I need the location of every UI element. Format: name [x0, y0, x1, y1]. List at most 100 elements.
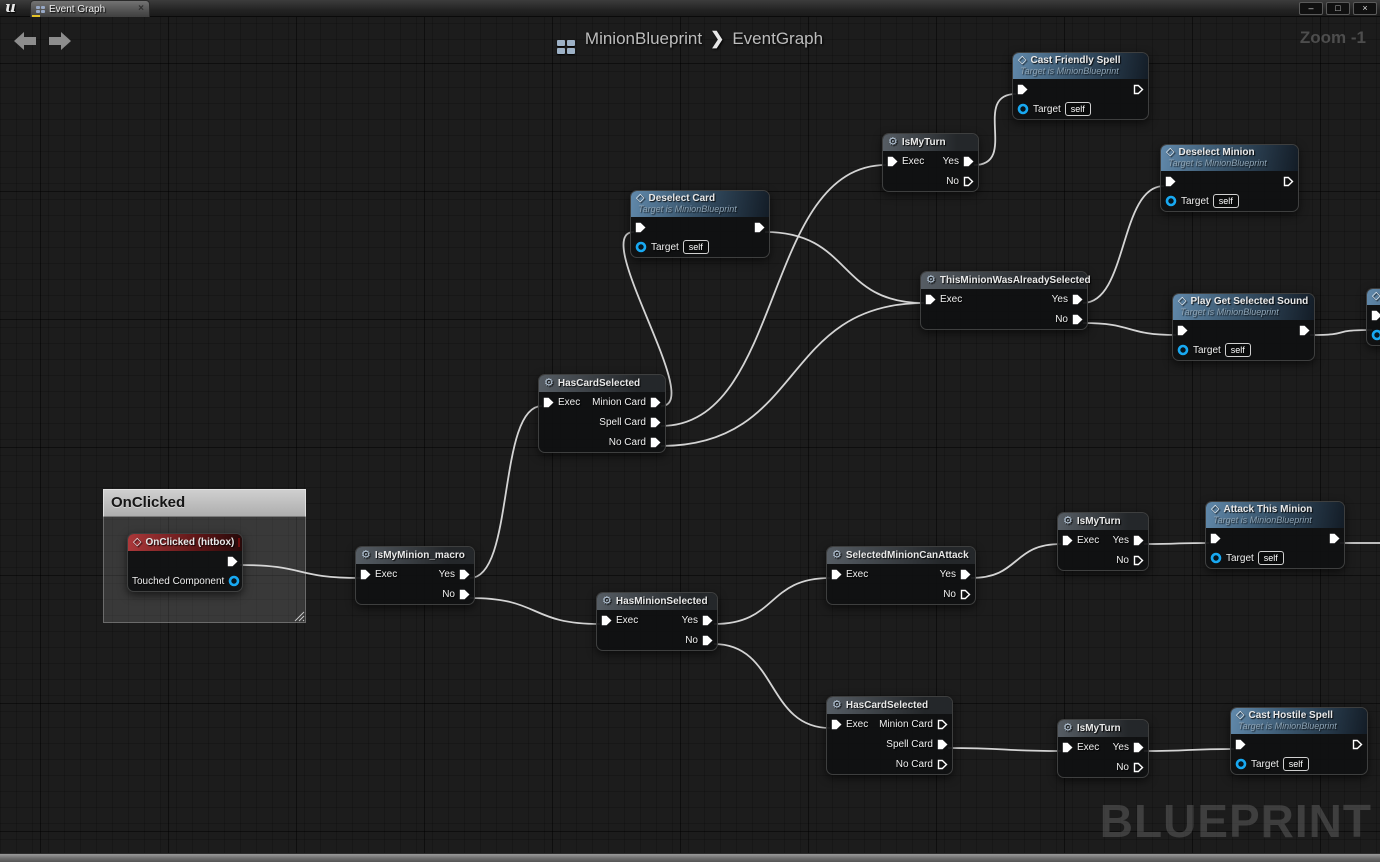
object-pin[interactable]: [635, 241, 647, 253]
exec-pin[interactable]: [887, 156, 898, 167]
exec-pin[interactable]: [1299, 325, 1310, 336]
literal-self[interactable]: self: [1212, 194, 1239, 208]
exec-pin[interactable]: [960, 569, 971, 580]
literal-self[interactable]: self: [1282, 757, 1309, 771]
exec-pin[interactable]: [1072, 294, 1083, 305]
breadcrumb-current[interactable]: EventGraph: [732, 29, 824, 48]
exec-pin[interactable]: [601, 615, 612, 626]
func-deselect-minion[interactable]: ◇ Deselect Minion Target is MinionBluepr…: [1160, 144, 1299, 212]
object-pin[interactable]: [1017, 103, 1029, 115]
func-play-get-selected-sound[interactable]: ◇ Play Get Selected Sound Target is Mini…: [1172, 293, 1315, 361]
exec-pin[interactable]: [650, 417, 661, 428]
node-subtitle: Target is MinionBlueprint: [1213, 515, 1312, 525]
comment-resize-handle[interactable]: [293, 610, 305, 622]
exec-pin[interactable]: [360, 569, 371, 580]
exec-pin[interactable]: [1133, 535, 1144, 546]
func-cast-hostile-spell[interactable]: ◇ Cast Hostile Spell Target is MinionBlu…: [1230, 707, 1368, 775]
exec-pin[interactable]: [1371, 310, 1380, 321]
exec-pin[interactable]: [650, 397, 661, 408]
func-cast-friendly-spell[interactable]: ◇ Cast Friendly Spell Target is MinionBl…: [1012, 52, 1149, 120]
exec-pin[interactable]: [925, 294, 936, 305]
func-offscreen-partial[interactable]: ◇: [1366, 288, 1380, 346]
exec-pin[interactable]: [1235, 739, 1246, 750]
tab-event-graph[interactable]: Event Graph ×: [30, 0, 150, 17]
exec-pin[interactable]: [1062, 742, 1073, 753]
exec-pin[interactable]: [1210, 533, 1221, 544]
exec-pin[interactable]: [459, 569, 470, 580]
exec-pin[interactable]: [1283, 176, 1294, 187]
literal-self[interactable]: self: [1257, 551, 1284, 565]
exec-pin[interactable]: [1017, 84, 1028, 95]
literal-self[interactable]: self: [682, 240, 709, 254]
literal-self[interactable]: self: [1064, 102, 1091, 116]
minimize-button[interactable]: –: [1299, 2, 1323, 15]
object-pin[interactable]: [1165, 195, 1177, 207]
pin-label: Target: [1181, 195, 1209, 207]
object-pin[interactable]: [1210, 552, 1222, 564]
exec-pin[interactable]: [1133, 762, 1144, 773]
exec-pin[interactable]: [635, 222, 646, 233]
pin-label: No: [1116, 554, 1129, 566]
node-header: ⚙ IsMyTurn: [883, 134, 978, 151]
pin-label: Target: [1251, 758, 1279, 770]
nav-back-button[interactable]: [12, 30, 38, 52]
comment-title[interactable]: OnClicked: [103, 489, 306, 517]
exec-pin[interactable]: [702, 615, 713, 626]
pin-label: Spell Card: [599, 416, 646, 428]
object-pin[interactable]: [1371, 329, 1380, 341]
close-button[interactable]: ×: [1353, 2, 1377, 15]
object-pin[interactable]: [228, 575, 240, 587]
exec-pin[interactable]: [937, 759, 948, 770]
pin-label: Minion Card: [592, 396, 646, 408]
exec-pin[interactable]: [543, 397, 554, 408]
object-pin[interactable]: [1235, 758, 1247, 770]
exec-pin[interactable]: [650, 437, 661, 448]
pin-label: Exec: [846, 718, 869, 730]
event-graph-canvas[interactable]: [0, 17, 1380, 853]
tab-close-icon[interactable]: ×: [138, 3, 144, 14]
func-attack-this-minion[interactable]: ◇ Attack This Minion Target is MinionBlu…: [1205, 501, 1345, 569]
exec-pin[interactable]: [1133, 555, 1144, 566]
exec-pin[interactable]: [702, 635, 713, 646]
delegate-pin-icon[interactable]: [238, 538, 241, 547]
exec-pin[interactable]: [937, 719, 948, 730]
exec-pin[interactable]: [960, 589, 971, 600]
diamond-icon: ◇: [1236, 709, 1245, 721]
exec-pin[interactable]: [1133, 84, 1144, 95]
exec-pin[interactable]: [754, 222, 765, 233]
exec-pin[interactable]: [1165, 176, 1176, 187]
nav-forward-button[interactable]: [47, 30, 73, 52]
exec-pin[interactable]: [1062, 535, 1073, 546]
restore-button[interactable]: □: [1326, 2, 1350, 15]
pin-label: Yes: [942, 155, 959, 167]
exec-pin[interactable]: [1072, 314, 1083, 325]
exec-pin[interactable]: [1352, 739, 1363, 750]
exec-pin[interactable]: [1329, 533, 1340, 544]
exec-pin[interactable]: [831, 569, 842, 580]
func-deselect-card[interactable]: ◇ Deselect Card Target is MinionBlueprin…: [630, 190, 770, 258]
breadcrumb-root[interactable]: MinionBlueprint: [584, 29, 703, 48]
exec-pin[interactable]: [937, 739, 948, 750]
exec-pin[interactable]: [459, 589, 470, 600]
exec-pin[interactable]: [831, 719, 842, 730]
exec-pin[interactable]: [227, 556, 238, 567]
object-pin[interactable]: [1177, 344, 1189, 356]
literal-self[interactable]: self: [1224, 343, 1251, 357]
exec-pin[interactable]: [963, 156, 974, 167]
exec-pin[interactable]: [1177, 325, 1188, 336]
exec-pin[interactable]: [963, 176, 974, 187]
node-title: Cast Friendly Spell: [1030, 55, 1121, 66]
diamond-icon: ◇: [1211, 503, 1220, 515]
event-onclicked-hitbox[interactable]: ◇ OnClicked (hitbox) Touched Component: [127, 533, 243, 592]
exec-pin[interactable]: [1133, 742, 1144, 753]
